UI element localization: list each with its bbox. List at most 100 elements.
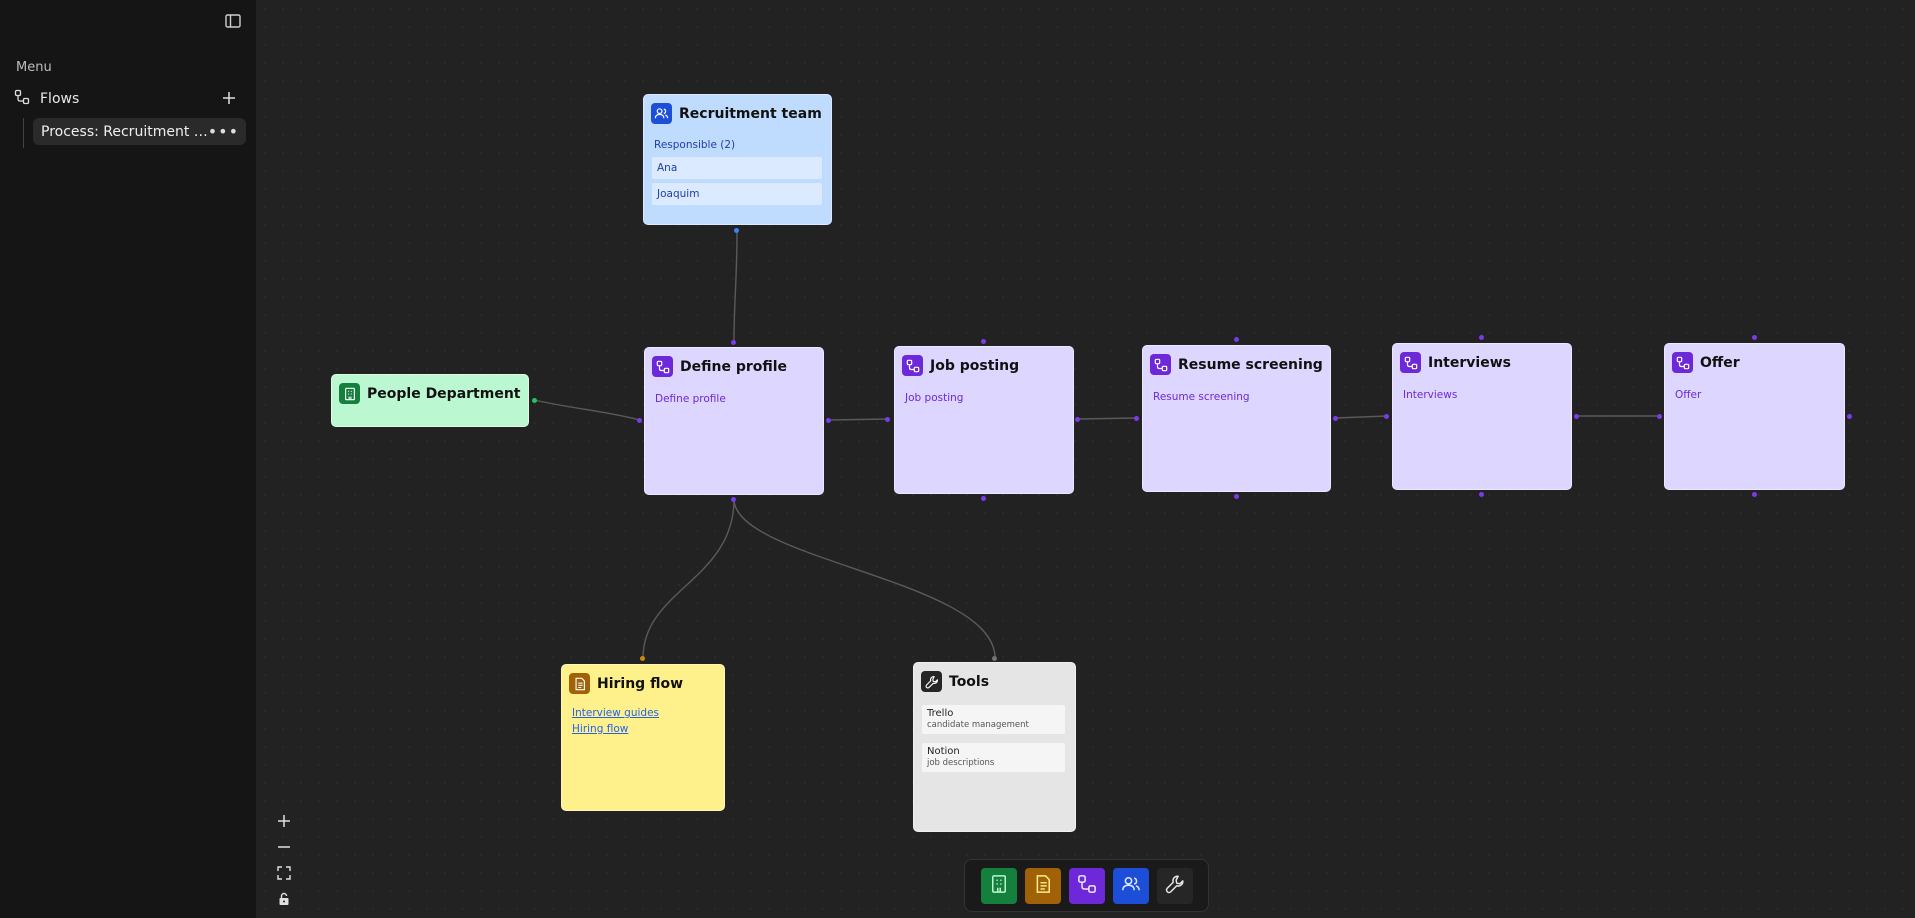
users-icon xyxy=(1121,874,1141,898)
add-department-button[interactable] xyxy=(981,868,1017,904)
connection-handle[interactable] xyxy=(1574,414,1579,419)
building-icon xyxy=(989,874,1009,898)
node-subtitle: Job posting xyxy=(905,392,964,404)
connection-handle[interactable] xyxy=(1234,337,1239,342)
connection-handle[interactable] xyxy=(731,497,736,502)
connection-handle[interactable] xyxy=(532,398,537,403)
sidebar-item-label: Flows xyxy=(40,91,80,107)
flow-icon xyxy=(652,356,673,377)
document-link[interactable]: Hiring flow xyxy=(572,723,629,735)
connection-handle[interactable] xyxy=(1657,414,1662,419)
node-title: Tools xyxy=(949,673,990,690)
flow-icon xyxy=(1077,874,1097,898)
flow-icon xyxy=(902,355,923,376)
node-subtitle: Interviews xyxy=(1403,389,1458,401)
connection-handle[interactable] xyxy=(637,418,642,423)
tree-guide-line xyxy=(23,118,24,148)
tool-description: job descriptions xyxy=(927,758,995,768)
node-subtitle: Offer xyxy=(1675,389,1702,401)
connection-handle[interactable] xyxy=(885,417,890,422)
tool-name: Notion xyxy=(927,746,960,757)
document-icon xyxy=(1033,874,1053,898)
node-header: Recruitment team xyxy=(651,103,822,124)
node-job-posting[interactable]: Job posting Job posting xyxy=(894,346,1074,494)
tool-description: candidate management xyxy=(927,720,1029,730)
wrench-icon xyxy=(921,671,942,692)
connection-handle[interactable] xyxy=(826,418,831,423)
connection-handle[interactable] xyxy=(1752,492,1757,497)
node-title: Recruitment team xyxy=(679,105,822,122)
connection-handle[interactable] xyxy=(640,656,645,661)
connection-handle[interactable] xyxy=(731,340,736,345)
connection-handle[interactable] xyxy=(734,228,739,233)
plus-icon xyxy=(277,813,291,832)
connection-handle[interactable] xyxy=(1752,335,1757,340)
connection-handle[interactable] xyxy=(1479,335,1484,340)
sidebar-item-process[interactable]: Process: Recruitment & Selection ••• xyxy=(33,118,246,145)
node-header: Job posting xyxy=(902,355,1019,376)
node-people-department[interactable]: People Department xyxy=(331,374,529,427)
tool-name: Trello xyxy=(927,708,954,719)
minus-icon xyxy=(277,839,291,858)
node-title: Resume screening xyxy=(1178,356,1323,373)
node-header: Resume screening xyxy=(1150,354,1323,375)
node-hiring-flow[interactable]: Hiring flow Interview guides Hiring flow xyxy=(561,664,725,811)
add-document-button[interactable] xyxy=(1025,868,1061,904)
fit-view-icon xyxy=(277,865,291,884)
connection-handle[interactable] xyxy=(981,339,986,344)
connection-handle[interactable] xyxy=(1134,416,1139,421)
flow-icon xyxy=(1672,352,1693,373)
plus-icon[interactable] xyxy=(220,89,238,107)
node-subtitle: Resume screening xyxy=(1153,391,1250,403)
node-title: Hiring flow xyxy=(597,675,684,692)
ellipsis-icon[interactable]: ••• xyxy=(207,122,239,141)
zoom-controls xyxy=(271,810,297,914)
tool-item[interactable]: Notion job descriptions xyxy=(922,743,1065,772)
lock-button[interactable] xyxy=(271,888,297,912)
connection-handle[interactable] xyxy=(981,496,986,501)
document-link[interactable]: Interview guides xyxy=(572,707,659,719)
node-define-profile[interactable]: Define profile Define profile xyxy=(644,347,824,495)
member-item[interactable]: Ana xyxy=(652,157,822,179)
flow-icon xyxy=(1150,354,1171,375)
connection-handle[interactable] xyxy=(1847,414,1852,419)
add-team-button[interactable] xyxy=(1113,868,1149,904)
fit-view-button[interactable] xyxy=(271,862,297,886)
node-tools[interactable]: Tools Trello candidate management Notion… xyxy=(913,662,1076,832)
flow-canvas[interactable] xyxy=(256,0,1915,918)
building-icon xyxy=(339,383,360,404)
process-label: Process: Recruitment & Selection xyxy=(41,123,217,140)
node-recruitment-team[interactable]: Recruitment team Responsible (2) Ana Joa… xyxy=(643,94,832,225)
zoom-out-button[interactable] xyxy=(271,836,297,860)
connection-handle[interactable] xyxy=(992,656,997,661)
add-tool-button[interactable] xyxy=(1157,868,1193,904)
connection-handle[interactable] xyxy=(1479,492,1484,497)
connection-handle[interactable] xyxy=(1234,494,1239,499)
connection-handle[interactable] xyxy=(1384,414,1389,419)
node-title: Offer xyxy=(1700,354,1740,371)
add-process-button[interactable] xyxy=(1069,868,1105,904)
tool-item[interactable]: Trello candidate management xyxy=(922,705,1065,734)
node-title: Interviews xyxy=(1428,354,1511,371)
node-toolbar xyxy=(964,859,1209,912)
connection-handle[interactable] xyxy=(1075,417,1080,422)
sidebar: Menu Flows Process: Recruitment & Select… xyxy=(0,0,256,918)
sidebar-toggle-icon[interactable] xyxy=(224,12,242,30)
node-header: Tools xyxy=(921,671,989,692)
flow-icon xyxy=(1400,352,1421,373)
node-interviews[interactable]: Interviews Interviews xyxy=(1392,343,1572,490)
document-icon xyxy=(569,673,590,694)
lock-icon xyxy=(277,891,291,910)
zoom-in-button[interactable] xyxy=(271,810,297,834)
node-offer[interactable]: Offer Offer xyxy=(1664,343,1845,490)
node-resume-screening[interactable]: Resume screening Resume screening xyxy=(1142,345,1331,492)
node-subtitle: Define profile xyxy=(655,393,726,405)
member-item[interactable]: Joaquim xyxy=(652,183,822,205)
node-header: Define profile xyxy=(652,356,787,377)
flow-icon xyxy=(14,89,30,109)
sidebar-item-flows[interactable]: Flows xyxy=(14,88,244,110)
node-title: Define profile xyxy=(680,358,788,375)
responsible-label: Responsible (2) xyxy=(654,139,736,151)
connection-handle[interactable] xyxy=(1333,416,1338,421)
users-icon xyxy=(651,103,672,124)
